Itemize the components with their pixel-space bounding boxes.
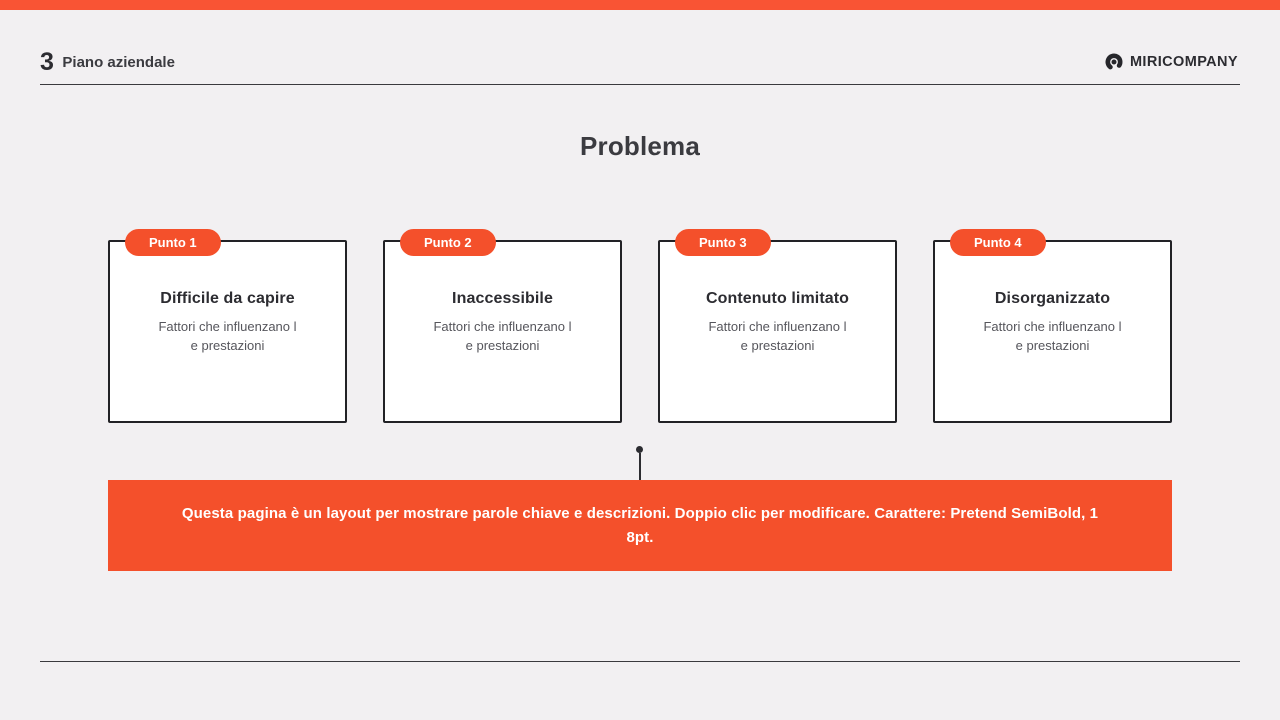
card-title: Disorganizzato [994, 289, 1111, 307]
card-badge[interactable]: Punto 4 [950, 229, 1046, 256]
card-description-line: Fattori che influenzano l [708, 318, 847, 334]
header-page-title: Piano aziendale [62, 53, 175, 71]
card-description-line: e prestazioni [465, 338, 540, 353]
card-badge[interactable]: Punto 3 [675, 229, 771, 256]
brand-name: MIRICOMPANY [1129, 54, 1238, 70]
slide-header: 3 Piano aziendale MIRICOMPANY [40, 46, 1238, 78]
miri-logo-icon [1105, 53, 1123, 71]
card-description-line: e prestazioni [190, 338, 265, 353]
card-punto-1[interactable]: Punto 1 Difficile da capire Fattori che … [108, 229, 347, 423]
pin-dot-icon [636, 446, 643, 453]
header-divider [40, 84, 1240, 85]
pin-line [638, 453, 641, 480]
page-number: 3 [40, 47, 54, 76]
accent-top-bar [0, 0, 1280, 10]
footer-divider [40, 661, 1240, 662]
card-description: Fattori che influenzano l e prestazioni [983, 317, 1121, 356]
card-description-line: e prestazioni [1015, 338, 1090, 353]
notice-banner[interactable]: Questa pagina è un layout per mostrare p… [108, 480, 1172, 571]
card-description-line: e prestazioni [740, 338, 815, 353]
card-description: Fattori che influenzano l e prestazioni [433, 317, 571, 356]
card-description-line: Fattori che influenzano l [983, 318, 1122, 334]
banner-text-line: Questa pagina è un layout per mostrare p… [181, 505, 1099, 522]
slide-title[interactable]: Problema [579, 131, 701, 161]
card-title: Inaccessibile [452, 289, 553, 307]
card-description: Fattori che influenzano l e prestazioni [708, 317, 846, 356]
card-punto-4[interactable]: Punto 4 Disorganizzato Fattori che influ… [933, 229, 1172, 423]
card-title: Difficile da capire [160, 289, 295, 307]
header-left: 3 Piano aziendale [40, 48, 175, 77]
cards-row: Punto 1 Difficile da capire Fattori che … [108, 229, 1172, 423]
card-description: Fattori che influenzano l e prestazioni [158, 317, 296, 356]
card-description-line: Fattori che influenzano l [433, 318, 572, 334]
card-punto-2[interactable]: Punto 2 Inaccessibile Fattori che influe… [383, 229, 622, 423]
card-title: Contenuto limitato [705, 289, 850, 307]
brand: MIRICOMPANY [1105, 53, 1238, 71]
card-punto-3[interactable]: Punto 3 Contenuto limitato Fattori che i… [658, 229, 897, 423]
banner-text-line: 8pt. [626, 528, 654, 546]
card-description-line: Fattori che influenzano l [158, 318, 297, 334]
card-badge[interactable]: Punto 2 [400, 229, 496, 256]
pin-connector[interactable] [633, 446, 646, 480]
card-badge[interactable]: Punto 1 [125, 229, 221, 256]
